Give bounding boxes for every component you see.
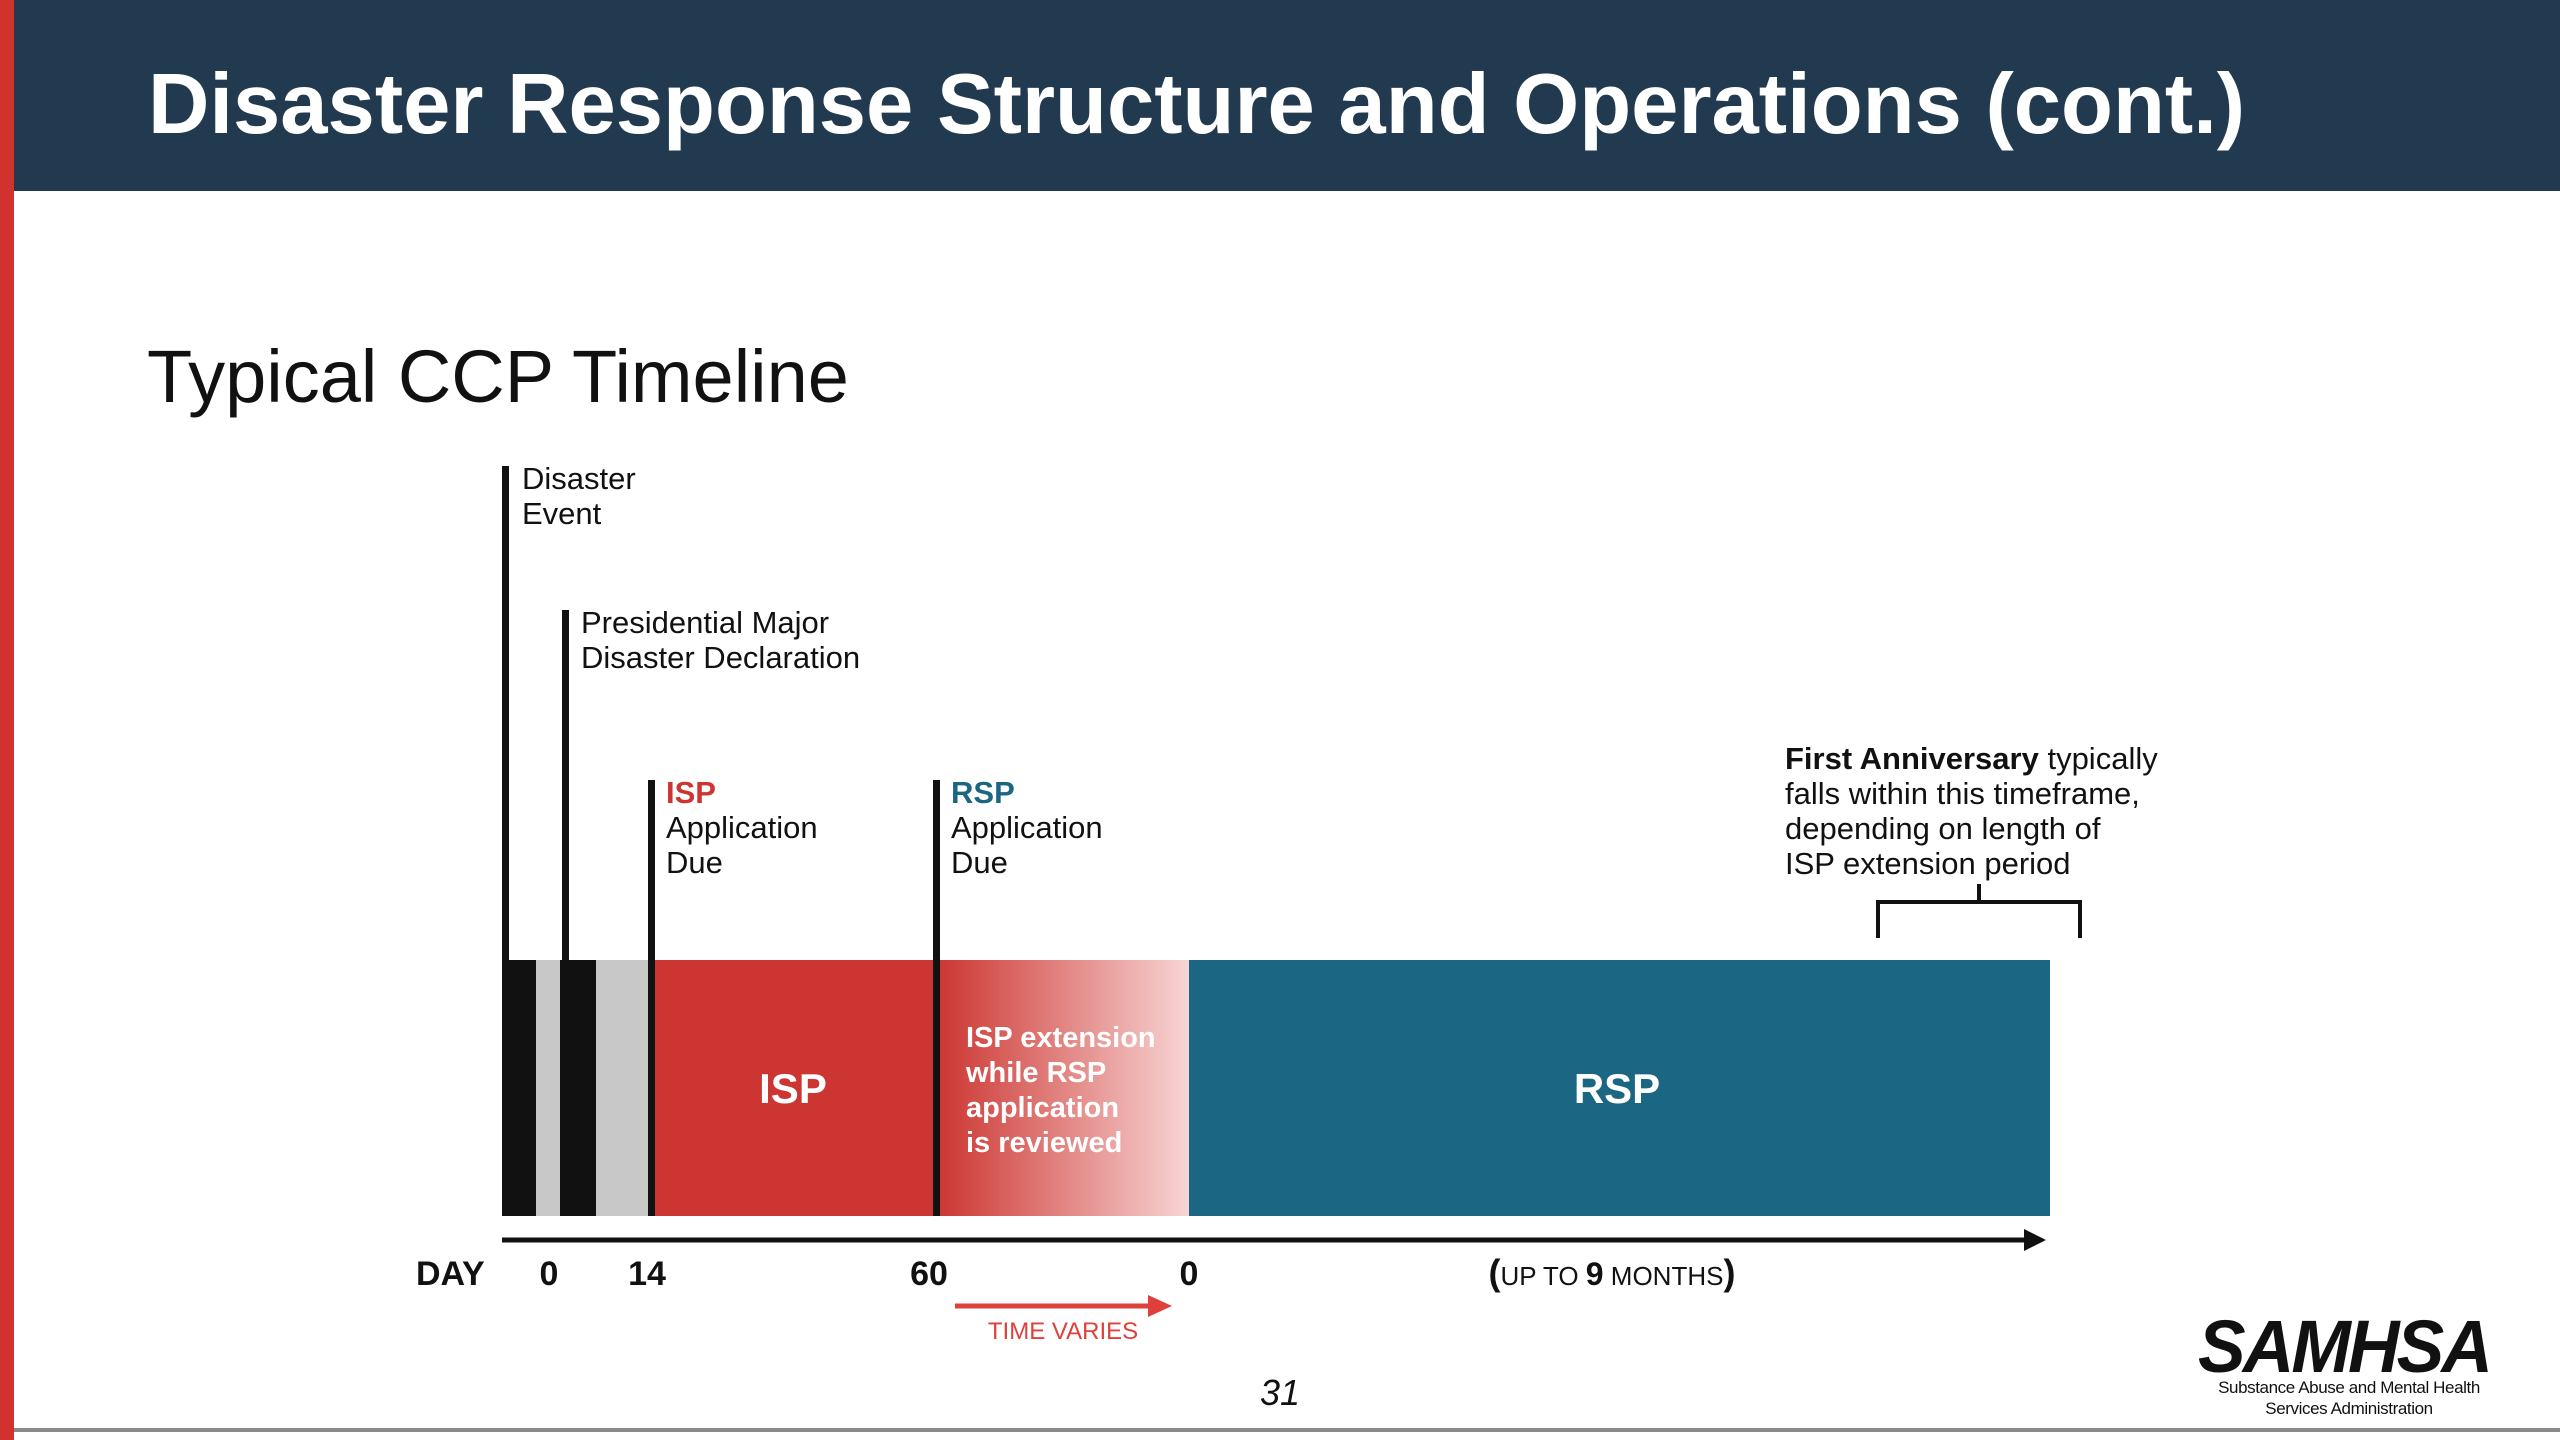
bottom-divider: [14, 1428, 2560, 1432]
marker-label-declaration: Presidential Major Disaster Declaration: [581, 605, 860, 675]
marker-line-rsp-due: [933, 780, 940, 1216]
segment-isp: [651, 960, 937, 1216]
day-axis-arrowhead: [2024, 1229, 2046, 1251]
title-bar: Disaster Response Structure and Operatio…: [14, 0, 2560, 191]
logo-wordmark: SAMHSA: [2198, 1305, 2490, 1388]
tick-label-rsp-0: 0: [1180, 1255, 1199, 1293]
segment-isp-extension: [937, 960, 1189, 1216]
segment-gray-2: [596, 960, 651, 1216]
marker-label-isp-due: ISP Application Due: [666, 775, 826, 880]
tick-label-14: 14: [628, 1255, 666, 1293]
page-number: 31: [1259, 1372, 1301, 1413]
rsp-duration-label: (UP TO 9 MONTHS): [1489, 1252, 1736, 1293]
marker-line-disaster: [502, 466, 509, 1216]
samhsa-logo: SAMHSA Substance Abuse and Mental Health…: [2198, 1305, 2493, 1418]
slide-subtitle: Typical CCP Timeline: [147, 335, 849, 418]
marker-line-declaration: [562, 610, 569, 1216]
slide-title: Disaster Response Structure and Operatio…: [148, 57, 2246, 152]
segment-rsp: [1189, 960, 2050, 1216]
anniversary-note: First Anniversary typically falls within…: [1785, 741, 2166, 881]
time-varies-label: TIME VARIES: [988, 1318, 1138, 1345]
marker-label-rsp-due: RSP Application Due: [951, 775, 1111, 880]
marker-line-isp-due: [648, 780, 655, 1216]
segment-gray-1: [536, 960, 560, 1216]
logo-tagline-line-2: Services Administration: [2265, 1399, 2432, 1418]
logo-tagline-line-1: Substance Abuse and Mental Health: [2218, 1378, 2480, 1397]
marker-label-disaster: Disaster Event: [522, 461, 644, 531]
day-axis-label: DAY: [416, 1255, 485, 1293]
time-varies-arrowhead: [1148, 1295, 1172, 1317]
anniversary-bracket: [1876, 884, 2082, 938]
extension-segment-label: ISP extension while RSP application is r…: [965, 1022, 1164, 1159]
isp-segment-label: ISP: [759, 1065, 827, 1112]
left-accent-stripe: [0, 0, 14, 1440]
tick-label-0: 0: [540, 1255, 559, 1293]
rsp-segment-label: RSP: [1574, 1065, 1660, 1112]
tick-label-60: 60: [910, 1255, 948, 1293]
